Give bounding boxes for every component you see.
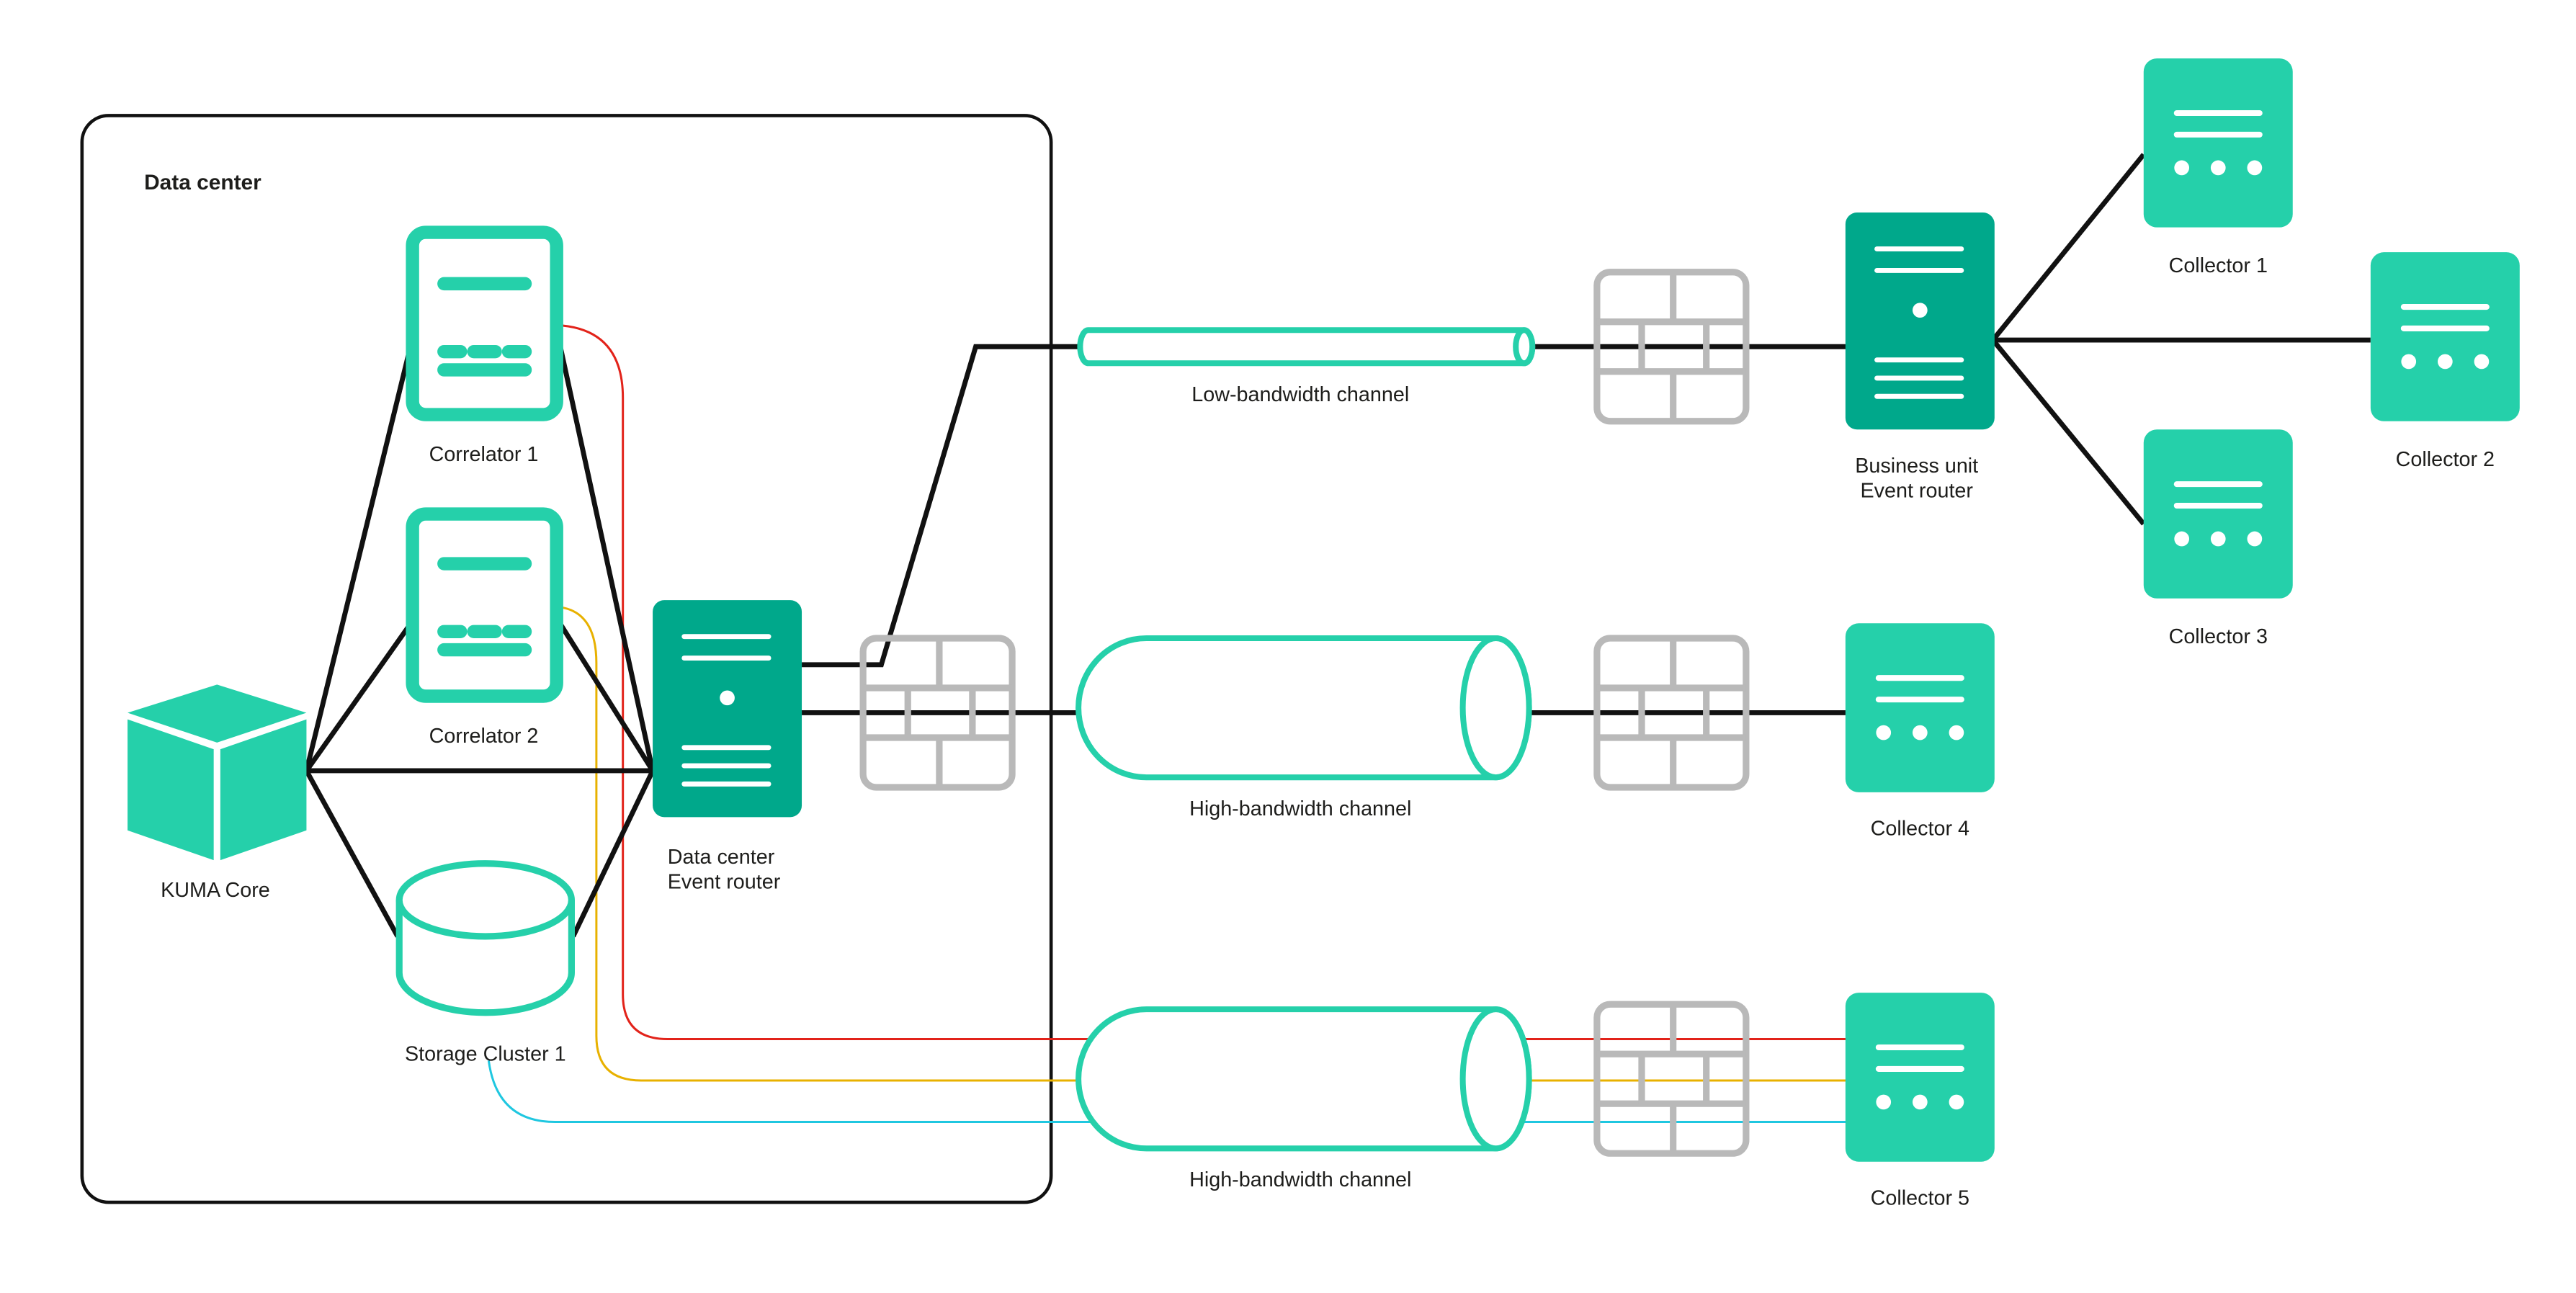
correlator-2-icon bbox=[406, 507, 563, 703]
bu-router-label-line1: Business unit bbox=[1855, 455, 1978, 478]
collector-2-icon bbox=[2371, 252, 2520, 421]
collector-1-icon bbox=[2144, 58, 2293, 228]
collector-4-icon bbox=[1846, 623, 1995, 792]
storage-cluster-label: Storage Cluster 1 bbox=[405, 1042, 566, 1065]
correlator-2-label: Correlator 2 bbox=[429, 725, 539, 748]
collector-4-label: Collector 4 bbox=[1871, 818, 1969, 841]
high-bandwidth-pipe-icon-2 bbox=[1075, 1006, 1532, 1152]
bu-router-label-line2: Event router bbox=[1860, 480, 1973, 503]
correlator-1-icon bbox=[406, 225, 563, 421]
data-center-title: Data center bbox=[144, 171, 261, 194]
link-red bbox=[556, 323, 1849, 1041]
business-unit-router-icon bbox=[1845, 212, 1995, 430]
high-bandwidth-pipe-icon-1 bbox=[1075, 635, 1532, 781]
correlator-1-label: Correlator 1 bbox=[429, 443, 539, 466]
low-channel-label: Low-bandwidth channel bbox=[1191, 383, 1409, 406]
kuma-core-label: KUMA Core bbox=[161, 879, 270, 902]
link-cyan bbox=[487, 1060, 1849, 1124]
collector-1-label: Collector 1 bbox=[2169, 254, 2268, 277]
collector-3-label: Collector 3 bbox=[2169, 625, 2268, 648]
link-yellow bbox=[556, 605, 1849, 1082]
database-cylinder-icon bbox=[395, 860, 575, 1016]
collector-5-label: Collector 5 bbox=[1871, 1186, 1969, 1209]
dc-router-label-line2: Event router bbox=[668, 870, 781, 893]
high-channel-1-label: High-bandwidth channel bbox=[1189, 797, 1411, 820]
collector-2-label: Collector 2 bbox=[2396, 448, 2495, 471]
firewall-icon-4 bbox=[1597, 1004, 1746, 1153]
dc-router-label-line1: Data center bbox=[668, 846, 775, 869]
low-bandwidth-pipe-icon bbox=[1077, 327, 1536, 367]
collector-3-icon bbox=[2144, 429, 2293, 599]
data-center-boundary bbox=[80, 114, 1053, 1204]
cube-icon bbox=[128, 684, 307, 861]
data-center-router-icon bbox=[653, 600, 802, 818]
high-channel-2-label: High-bandwidth channel bbox=[1189, 1168, 1411, 1191]
collector-5-icon bbox=[1846, 993, 1995, 1162]
